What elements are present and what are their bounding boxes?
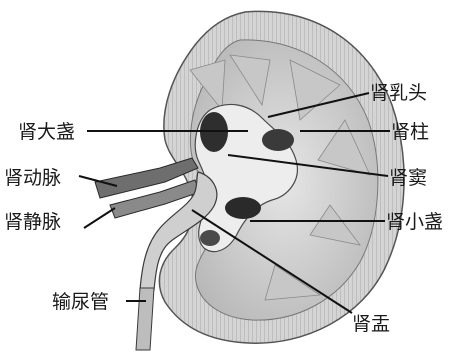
leader-line-renal-vein: [84, 208, 115, 228]
label-renal-column: 肾柱: [391, 121, 429, 143]
label-renal-sinus: 肾窦: [389, 167, 427, 189]
label-renal-pelvis: 肾盂: [352, 313, 390, 335]
label-minor-calyx: 肾小盏: [386, 211, 443, 233]
label-renal-vein: 肾静脉: [4, 211, 61, 233]
ureter-tube: [136, 288, 154, 350]
label-ureter: 输尿管: [52, 291, 109, 313]
minor-calyx-shape: [225, 197, 261, 219]
label-major-calyx: 肾大盏: [18, 121, 75, 143]
calyx-cup: [262, 129, 294, 151]
label-renal-artery: 肾动脉: [4, 167, 61, 189]
calyx-cup: [200, 230, 220, 246]
label-renal-papilla: 肾乳头: [370, 82, 427, 104]
